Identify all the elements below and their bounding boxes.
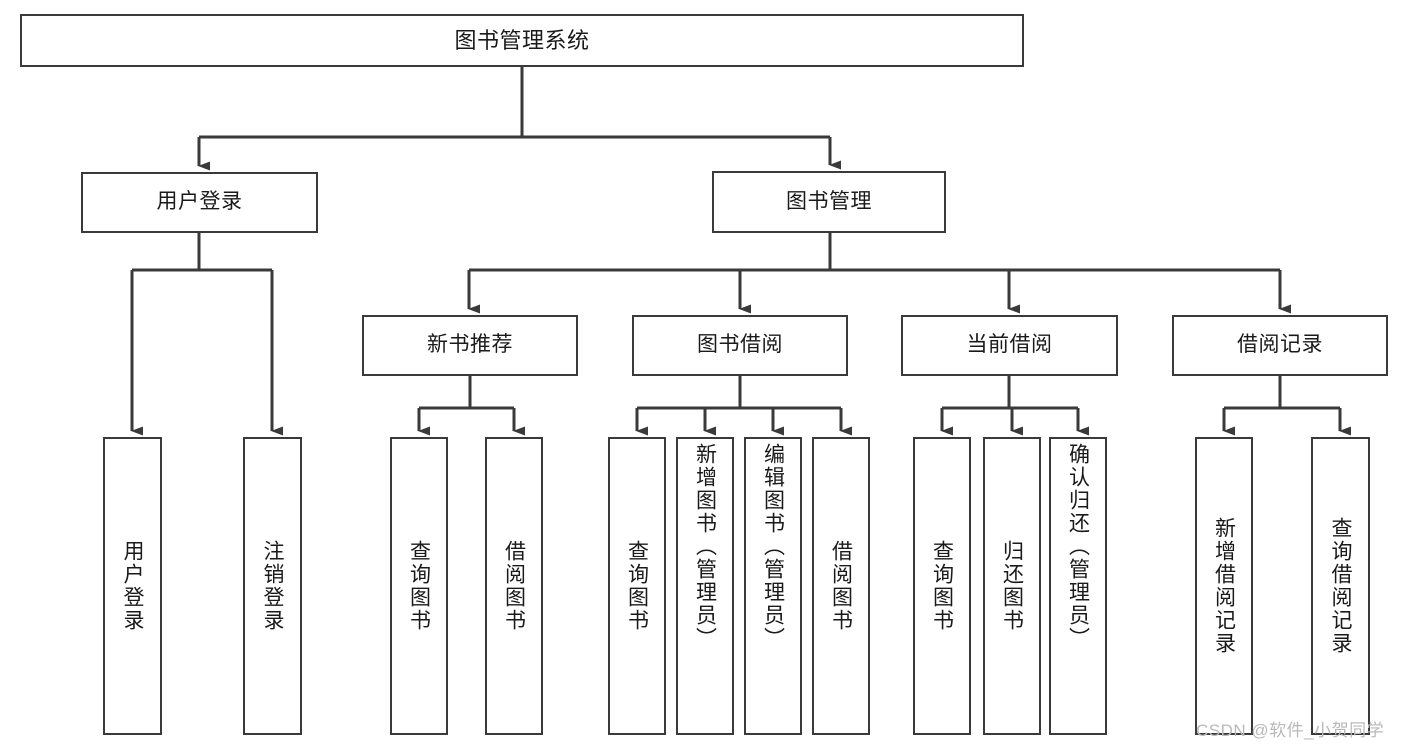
node-label: 归还图书 <box>1000 540 1024 632</box>
node-leaf-confirm-return-admin[interactable]: 确认归还（管理员） <box>1049 437 1107 735</box>
node-label: 新增借阅记录 <box>1212 517 1236 655</box>
node-label: 编辑图书（管理员） <box>761 443 785 650</box>
node-label: 用户登录 <box>156 190 243 214</box>
node-label: 确认归还（管理员） <box>1066 443 1090 650</box>
node-leaf-query-books-recommend[interactable]: 查询图书 <box>390 437 448 735</box>
node-label: 用户登录 <box>121 540 144 632</box>
node-label: 查询图书 <box>407 540 431 632</box>
node-leaf-query-books-current[interactable]: 查询图书 <box>913 437 971 735</box>
node-leaf-borrow-book[interactable]: 借阅图书 <box>812 437 870 735</box>
node-leaf-query-books-borrow[interactable]: 查询图书 <box>608 437 666 735</box>
node-label: 新增图书（管理员） <box>693 443 717 650</box>
node-label: 查询图书 <box>625 540 649 632</box>
node-leaf-add-book-admin[interactable]: 新增图书（管理员） <box>676 437 734 735</box>
node-leaf-logout-login[interactable]: 注销登录 <box>243 437 302 735</box>
node-user-login[interactable]: 用户登录 <box>81 172 318 233</box>
node-label: 图书借阅 <box>697 333 783 357</box>
node-book-management-system[interactable]: 图书管理系统 <box>20 14 1024 67</box>
node-book-management[interactable]: 图书管理 <box>712 171 946 233</box>
node-leaf-add-borrow-record[interactable]: 新增借阅记录 <box>1195 437 1253 735</box>
node-label: 注销登录 <box>261 540 284 632</box>
node-leaf-return-book[interactable]: 归还图书 <box>983 437 1041 735</box>
node-leaf-query-borrow-record[interactable]: 查询借阅记录 <box>1311 437 1370 735</box>
node-leaf-edit-book-admin[interactable]: 编辑图书（管理员） <box>744 437 802 735</box>
node-leaf-borrow-books-recommend[interactable]: 借阅图书 <box>485 437 543 735</box>
node-label: 查询借阅记录 <box>1329 517 1352 655</box>
node-label: 新书推荐 <box>427 333 513 357</box>
node-label: 借阅图书 <box>829 540 853 632</box>
node-leaf-user-login[interactable]: 用户登录 <box>103 437 162 735</box>
watermark-text: CSDN @软件_小贺同学 <box>1196 721 1385 740</box>
node-label: 当前借阅 <box>966 333 1053 357</box>
node-label: 借阅记录 <box>1237 333 1323 357</box>
node-book-borrow[interactable]: 图书借阅 <box>632 315 848 376</box>
node-borrow-record[interactable]: 借阅记录 <box>1172 315 1388 376</box>
node-current-borrow[interactable]: 当前借阅 <box>901 315 1118 376</box>
node-label: 借阅图书 <box>502 540 526 632</box>
node-label: 图书管理系统 <box>454 27 590 53</box>
node-new-book-recommend[interactable]: 新书推荐 <box>362 315 578 376</box>
node-label: 查询图书 <box>930 540 954 632</box>
node-label: 图书管理 <box>786 189 872 213</box>
